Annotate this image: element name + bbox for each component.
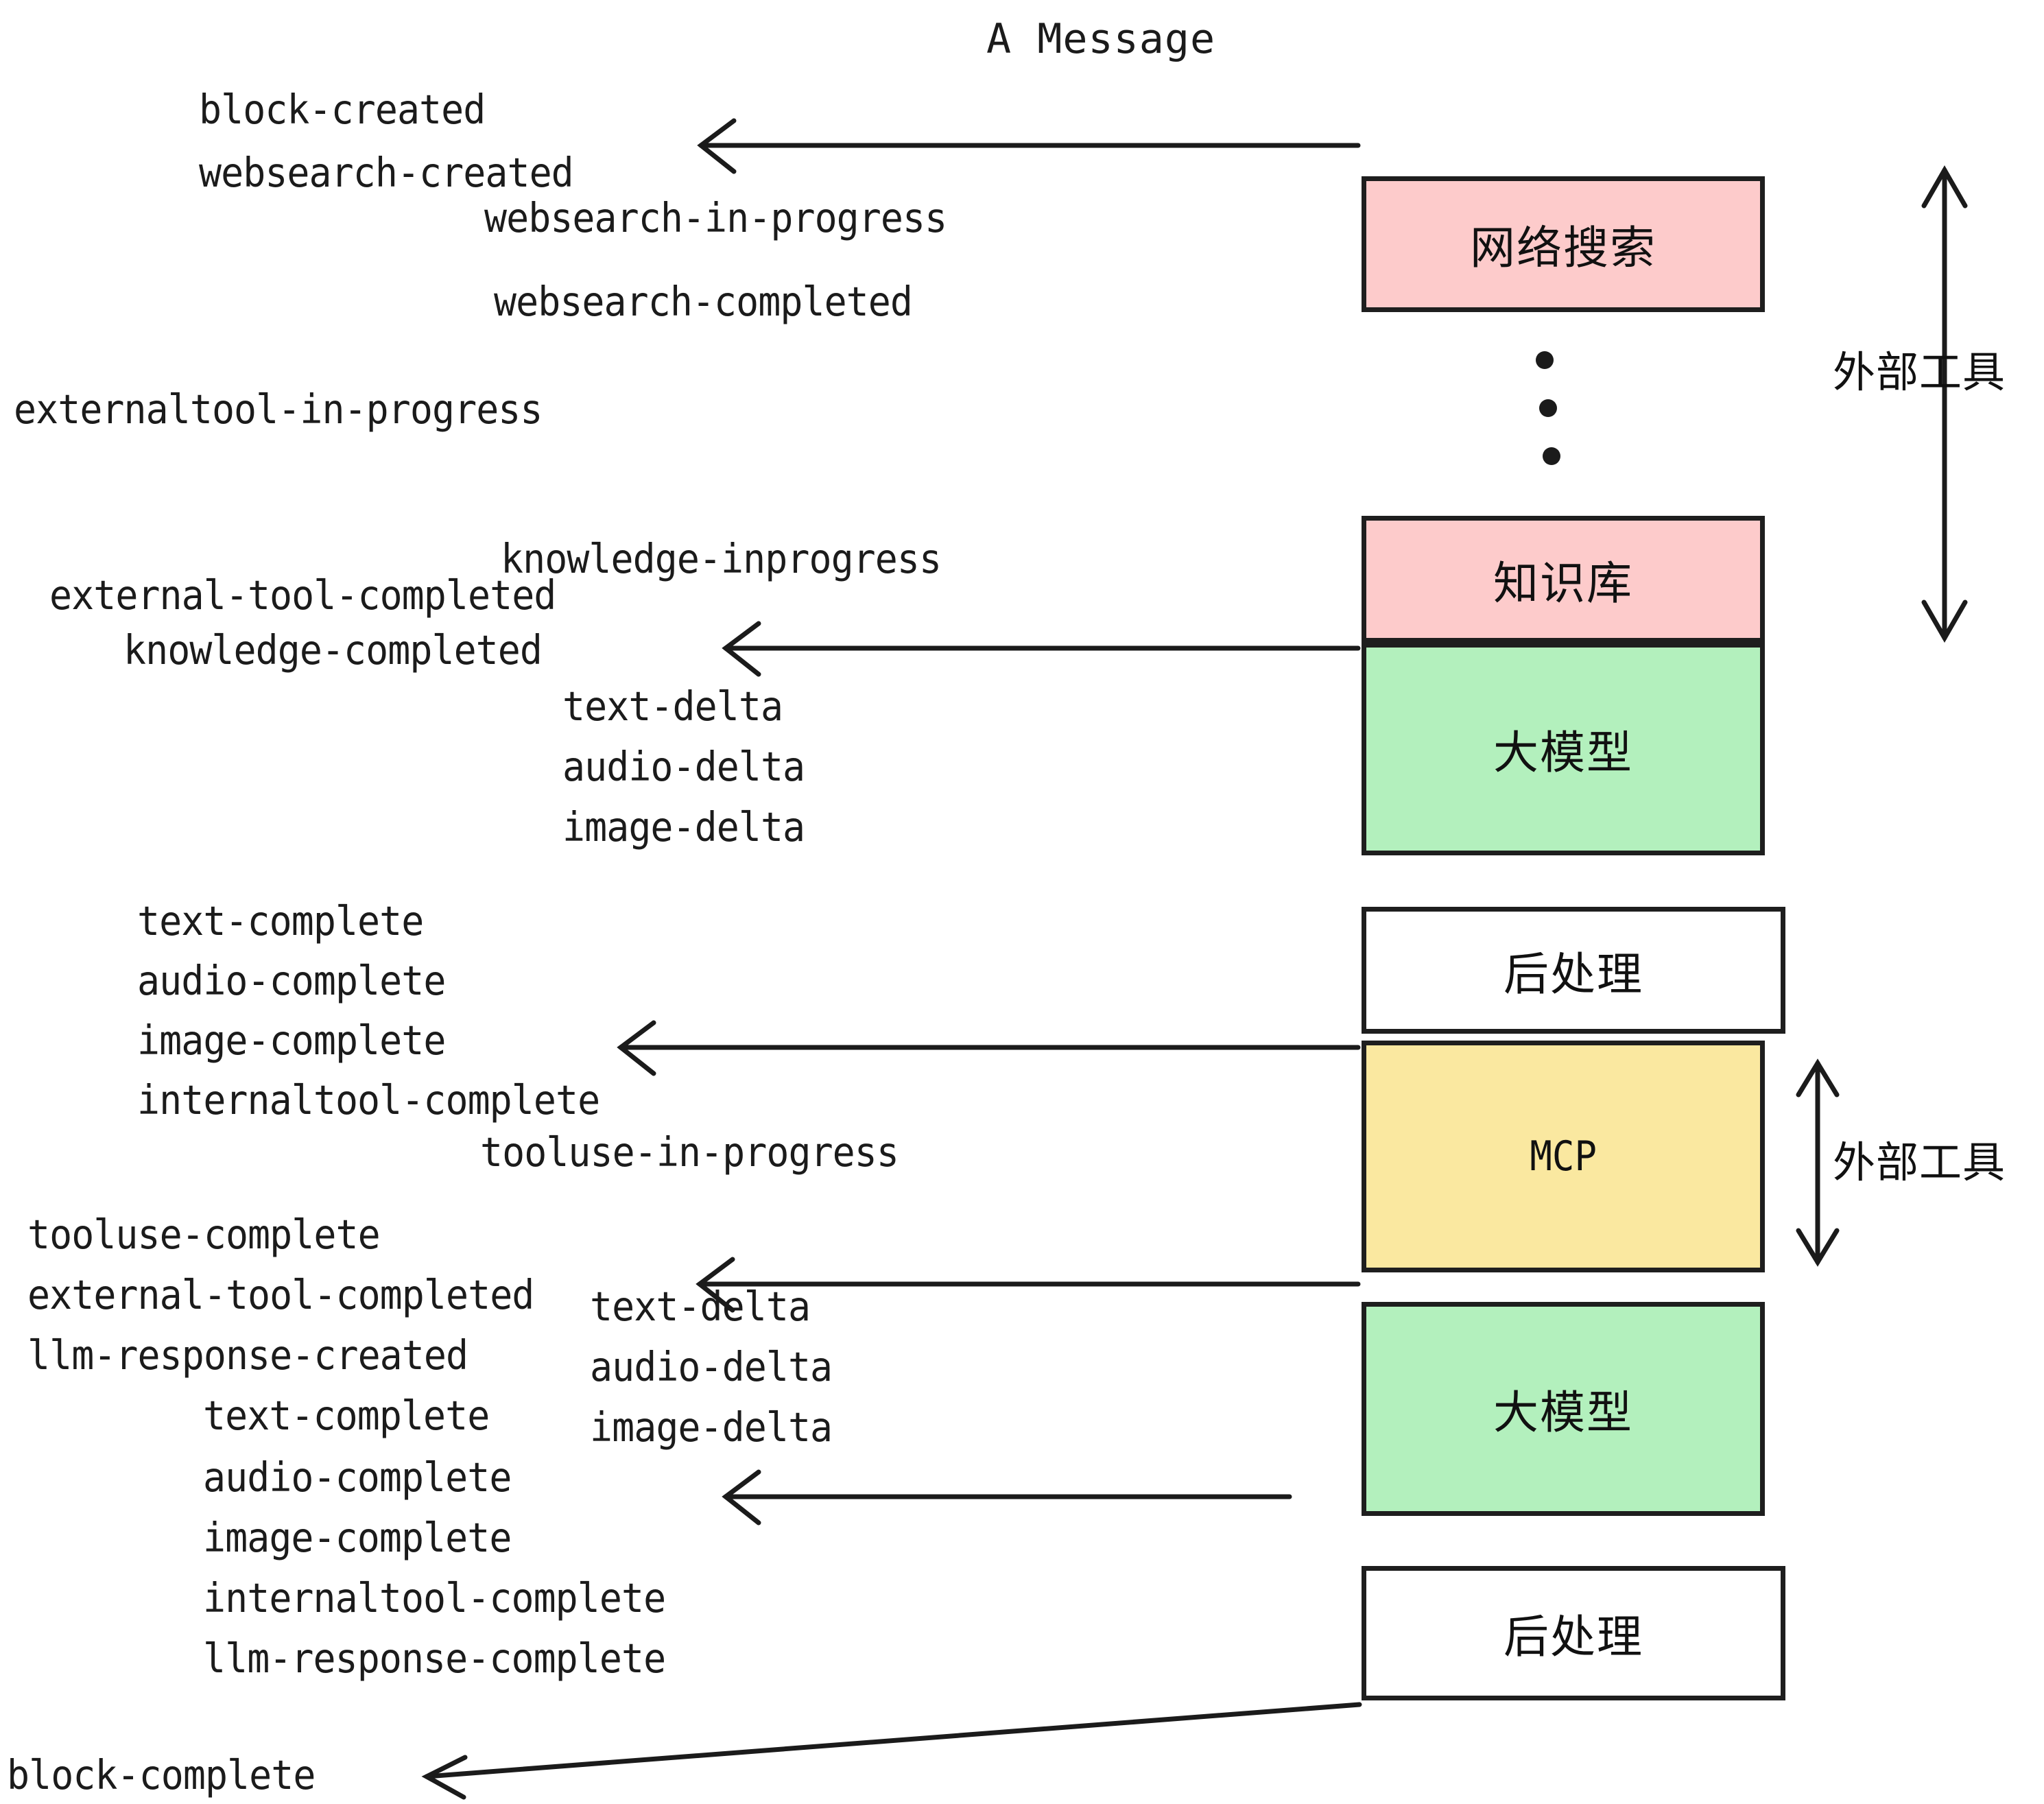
- event-label-audio-complete-1: audio-complete: [137, 957, 446, 1004]
- node-label-knowledge: 知识库: [1493, 556, 1633, 610]
- side-label-external-tools-lower: 外部工具: [1833, 1137, 2006, 1187]
- event-label-externaltool-in-progress: externaltool-in-progress: [14, 385, 543, 433]
- event-label-image-delta-2: image-delta: [590, 1403, 833, 1451]
- event-label-audio-delta-1: audio-delta: [562, 743, 805, 790]
- event-label-websearch-in-progress: websearch-in-progress: [484, 194, 947, 241]
- node-label-llm-second: 大模型: [1493, 1386, 1633, 1439]
- event-label-websearch-created: websearch-created: [199, 149, 574, 196]
- node-label-postprocess-second: 后处理: [1504, 1611, 1643, 1663]
- event-label-text-complete-2: text-complete: [203, 1392, 490, 1439]
- node-box-postprocess-second[interactable]: 后处理: [1362, 1566, 1785, 1700]
- event-label-tooluse-in-progress: tooluse-in-progress: [480, 1128, 899, 1176]
- event-label-image-complete-1: image-complete: [137, 1017, 446, 1064]
- event-label-internaltool-complete-2: internaltool-complete: [203, 1574, 666, 1622]
- event-label-knowledge-inprogress: knowledge-inprogress: [501, 535, 942, 582]
- node-box-llm-second[interactable]: 大模型: [1362, 1302, 1765, 1516]
- node-box-websearch[interactable]: 网络搜索: [1362, 176, 1765, 312]
- node-label-mcp: MCP: [1530, 1132, 1597, 1180]
- event-label-text-delta-2: text-delta: [590, 1283, 811, 1330]
- side-label-external-tools-upper: 外部工具: [1833, 347, 2006, 397]
- event-label-text-complete-1: text-complete: [137, 897, 424, 945]
- node-box-postprocess-first[interactable]: 后处理: [1362, 907, 1785, 1034]
- node-label-llm-first: 大模型: [1493, 726, 1633, 779]
- event-label-audio-delta-2: audio-delta: [590, 1343, 833, 1390]
- event-label-external-tool-completed-2: external-tool-completed: [27, 1271, 534, 1318]
- event-label-tooluse-complete: tooluse-complete: [27, 1211, 381, 1258]
- ellipsis-dot-icon: [1543, 447, 1560, 465]
- arrow-post2-to-blockcomplete: [424, 1702, 1362, 1779]
- node-box-llm-first[interactable]: 大模型: [1362, 643, 1765, 855]
- event-label-audio-complete-2: audio-complete: [203, 1453, 512, 1501]
- event-label-block-complete: block-complete: [7, 1751, 316, 1799]
- event-label-llm-response-complete: llm-response-complete: [203, 1635, 666, 1682]
- event-label-external-tool-completed-1: external-tool-completed: [49, 571, 556, 619]
- node-box-knowledge[interactable]: 知识库: [1362, 516, 1765, 643]
- event-label-image-complete-2: image-complete: [203, 1514, 512, 1561]
- ellipsis-dot-icon: [1536, 351, 1554, 369]
- event-label-knowledge-completed: knowledge-completed: [123, 626, 543, 674]
- event-label-websearch-completed: websearch-completed: [494, 278, 913, 325]
- ellipsis-dot-icon: [1539, 399, 1557, 417]
- event-label-text-delta-1: text-delta: [562, 683, 783, 730]
- event-label-internaltool-complete-1: internaltool-complete: [137, 1076, 600, 1124]
- event-label-llm-response-created: llm-response-created: [27, 1331, 468, 1379]
- node-box-mcp[interactable]: MCP: [1362, 1041, 1765, 1272]
- event-label-image-delta-1: image-delta: [562, 803, 805, 851]
- page-title: A Message: [986, 15, 1216, 63]
- node-label-postprocess-first: 后处理: [1504, 947, 1643, 1001]
- node-label-websearch: 网络搜索: [1470, 222, 1656, 274]
- event-label-block-created: block-created: [199, 86, 486, 133]
